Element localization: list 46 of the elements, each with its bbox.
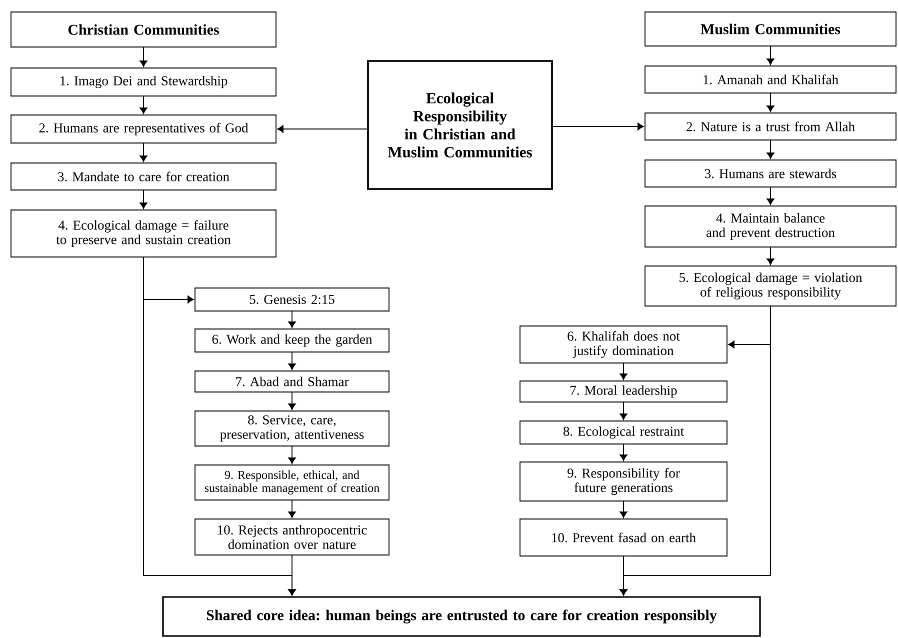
arrow: [552, 122, 644, 130]
arrow: [288, 311, 296, 328]
process-box: 4. Maintain balance and prevent destruction: [644, 206, 896, 248]
process-box: 9. Responsibility for future generations: [520, 462, 728, 502]
arrow: [277, 125, 368, 133]
arrow: [140, 96, 148, 114]
process-box: 2. Humans are representatives of God: [10, 114, 276, 144]
arrow: [140, 190, 148, 209]
arrow: [766, 247, 774, 265]
heading-box: Muslim Communities: [644, 12, 896, 46]
process-box: 6. Work and keep the garden: [194, 328, 390, 352]
arrow: [620, 444, 628, 461]
process-box: 1. Amanah and Khalifah: [644, 66, 896, 94]
arrow: [766, 140, 774, 159]
arrow: [288, 392, 296, 410]
process-box: 2. Nature is a trust from Allah: [644, 112, 896, 140]
arrow: [620, 363, 628, 380]
arrow: [766, 187, 774, 205]
arrow: [620, 501, 628, 518]
process-box: 4. Ecological damage = failure to preserve and sustain creation: [10, 210, 276, 258]
process-box: 7. Abad and Shamar: [194, 370, 390, 392]
arrow: [288, 446, 296, 464]
arrow: [766, 93, 774, 112]
arrow: [140, 143, 148, 162]
central-box: Ecological Responsibility in Christian and Muslim Communities: [367, 60, 553, 190]
arrow: [620, 556, 628, 596]
process-box: 9. Responsible, ethical, and sustainable management of creation: [194, 464, 390, 500]
process-box: 6. Khalifah does not justify domination: [520, 326, 728, 364]
arrow: [288, 500, 296, 518]
process-box: 3. Humans are stewards: [644, 160, 896, 188]
arrow: [288, 352, 296, 370]
conclusion-box: Shared core idea: human beings are entrusted to care for creation responsibly: [162, 596, 761, 637]
arrow: [288, 555, 296, 596]
process-box: 3. Mandate to care for creation: [10, 162, 276, 190]
process-box: 10. Prevent fasad on earth: [520, 518, 728, 556]
arrow: [140, 47, 148, 67]
process-box: 5. Genesis 2:15: [194, 288, 390, 312]
arrow: [620, 402, 628, 420]
arrow: [766, 46, 774, 65]
heading-box: Christian Communities: [10, 12, 276, 48]
process-box: 1. Imago Dei and Stewardship: [10, 68, 276, 96]
process-box: 5. Ecological damage = violation of religious responsibility: [644, 266, 896, 306]
process-box: 10. Rejects anthropocentric domination over nature: [194, 518, 390, 556]
process-box: 8. Ecological restraint: [520, 420, 728, 444]
process-box: 7. Moral leadership: [520, 380, 728, 402]
process-box: 8. Service, care, preservation, attentiveness: [194, 410, 390, 446]
